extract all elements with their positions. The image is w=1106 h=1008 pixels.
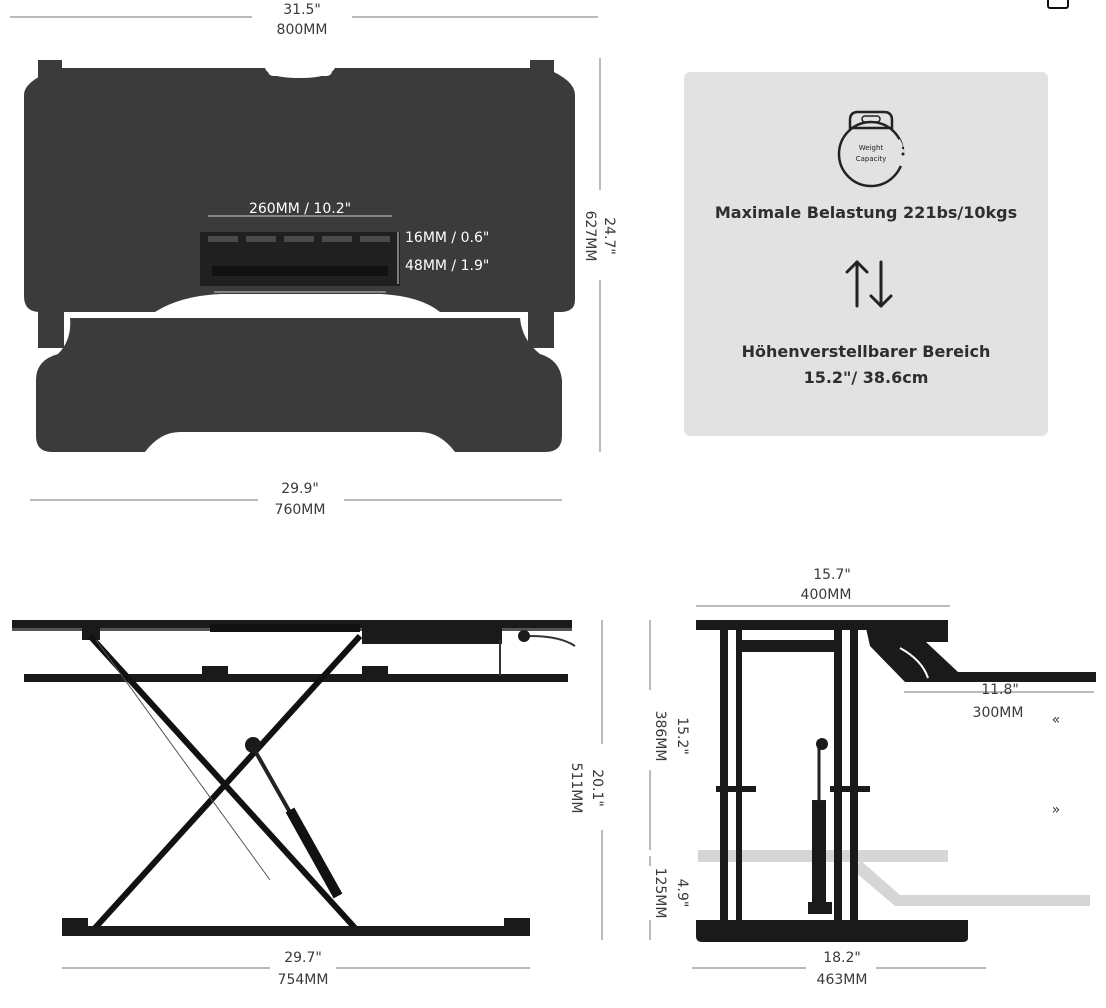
slot-depth-1: 16MM / 0.6" — [405, 230, 489, 246]
slot-outer-width: 260MM / 10.2" — [249, 201, 351, 217]
side-bracket-right — [830, 786, 870, 792]
side-bracket-left — [716, 786, 756, 792]
front-x-frame — [87, 633, 363, 931]
slot-groove — [212, 266, 388, 276]
side-low-inch: 4.9" — [674, 879, 690, 908]
slot-rib-5 — [360, 236, 390, 242]
height-range-value: 15.2"/ 38.6cm — [804, 368, 929, 387]
front-keyboard-tray — [24, 674, 568, 682]
side-keyboard-tray-arm — [866, 628, 1096, 682]
side-ghost-tray — [855, 860, 1090, 906]
front-gas-spring-cylinder — [285, 807, 343, 899]
top-view: 31.5" 800MM 260MM / 10.2" 235MM / 9.3" 1… — [10, 2, 617, 518]
side-low-mm: 125MM — [652, 868, 668, 919]
side-post-front — [720, 630, 728, 920]
front-height-inch: 20.1" — [589, 769, 605, 807]
side-post-rear-inner — [834, 630, 842, 920]
badge-line-1: Weight — [859, 144, 884, 152]
side-post-rear — [850, 630, 858, 920]
side-tray-inch: 11.8" — [981, 682, 1019, 698]
side-gas-spring-pivot — [816, 738, 828, 750]
front-view: 20.1" 511MM 29.7" 754MM — [12, 620, 605, 988]
top-width-mm: 800MM — [277, 22, 328, 38]
side-base-mm: 463MM — [817, 972, 868, 988]
height-range-title: Höhenverstellbarer Bereich — [742, 342, 991, 361]
bottom-width-inch: 29.9" — [281, 481, 319, 497]
front-gas-lever-housing — [362, 626, 502, 644]
depth-inch: 24.7" — [601, 217, 617, 255]
feature-card: Weight Capacity Maximale Belastung 221bs… — [684, 72, 1048, 436]
side-base — [696, 920, 968, 942]
bottom-width-mm: 760MM — [275, 502, 326, 518]
side-desktop-top — [696, 620, 948, 630]
weight-capacity-icon: Weight Capacity — [837, 110, 905, 188]
side-top-mm: 400MM — [801, 587, 852, 603]
depth-mm: 627MM — [582, 211, 598, 262]
front-bracket-left — [82, 628, 100, 640]
slot-inner-width: 235MM / 9.3" — [253, 299, 346, 315]
desktop-top-panel — [24, 68, 575, 312]
badge-line-2: Capacity — [856, 155, 887, 163]
front-base-mm: 754MM — [278, 972, 329, 988]
side-top-inch: 15.7" — [813, 567, 851, 583]
front-desktop-rail — [210, 624, 360, 632]
side-base-inch: 18.2" — [823, 950, 861, 966]
side-view: 15.7" 400MM 11.8" 300MM « » — [649, 567, 1096, 988]
front-tray-bracket-right — [362, 666, 388, 676]
front-base-foot-right — [504, 918, 530, 930]
front-cable-clip — [518, 630, 530, 642]
side-lift-inch: 15.2" — [674, 717, 690, 755]
keyboard-tray-panel — [36, 318, 562, 452]
slot-depth-2: 48MM / 1.9" — [405, 258, 489, 274]
slot-rib-2 — [246, 236, 276, 242]
riser-corner-front-left — [38, 308, 64, 348]
side-post-front-inner — [736, 630, 742, 920]
side-crossbar — [742, 640, 834, 652]
front-height-mm: 511MM — [568, 763, 584, 814]
front-tray-bracket-left — [202, 666, 228, 676]
up-down-arrows-icon — [845, 260, 893, 308]
front-base-bar — [62, 926, 530, 936]
slot-rib-4 — [322, 236, 352, 242]
front-base-inch: 29.7" — [284, 950, 322, 966]
side-lift-mm: 386MM — [652, 711, 668, 762]
side-tray-arm-detail — [899, 647, 929, 679]
front-gas-spring-pivot — [245, 737, 261, 753]
corner-frame-icon — [1047, 0, 1069, 9]
slot-rib-3 — [284, 236, 314, 242]
riser-corner-front-right — [528, 308, 554, 348]
side-tray-mm: 300MM — [973, 705, 1024, 721]
load-capacity-text: Maximale Belastung 221bs/10kgs — [715, 203, 1017, 222]
front-base-foot-left — [62, 918, 88, 930]
top-width-inch: 31.5" — [283, 2, 321, 18]
side-gas-spring-mount — [808, 902, 832, 914]
front-cable — [529, 635, 576, 647]
side-gas-spring-cylinder — [812, 800, 826, 904]
chevron-down-icon: » — [1052, 802, 1061, 818]
chevron-up-icon: « — [1052, 712, 1061, 728]
feature-card-background — [684, 72, 1048, 436]
handle-cutout — [268, 66, 332, 76]
front-frame-inner-line — [95, 639, 271, 881]
slot-rib-1 — [208, 236, 238, 242]
